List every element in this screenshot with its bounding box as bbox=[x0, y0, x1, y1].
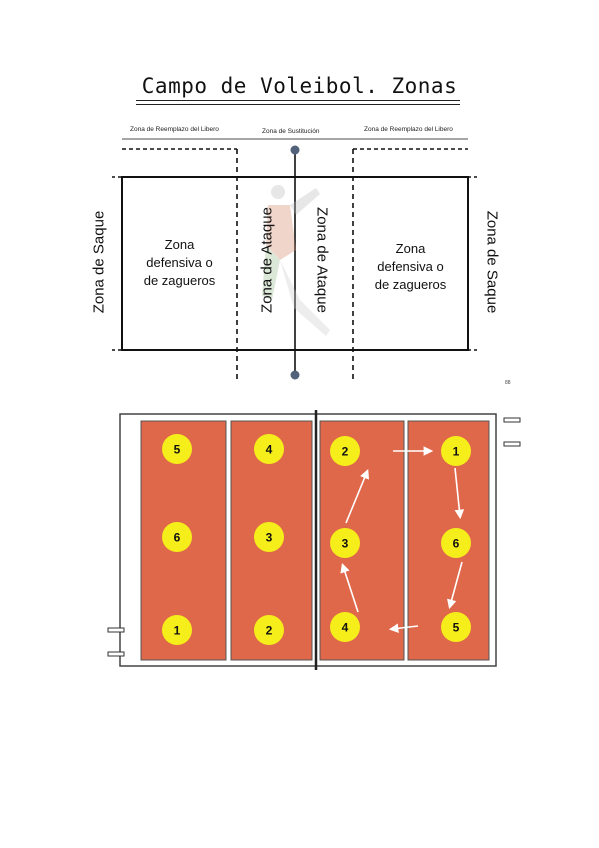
page-title: Campo de Voleibol. Zonas bbox=[141, 74, 458, 98]
position-ball-circle bbox=[254, 434, 284, 464]
position-ball-label: 3 bbox=[266, 531, 273, 545]
position-ball-circle bbox=[330, 436, 360, 466]
position-ball-label: 2 bbox=[266, 624, 273, 638]
position-ball-circle bbox=[441, 436, 471, 466]
position-ball-right-3: 3 bbox=[330, 528, 360, 558]
position-ball-label: 1 bbox=[453, 445, 460, 459]
position-ball-left-6: 6 bbox=[162, 522, 192, 552]
title-underline bbox=[136, 104, 460, 105]
position-ball-label: 2 bbox=[342, 445, 349, 459]
arrow-6-to-5 bbox=[447, 561, 463, 610]
position-ball-label: 6 bbox=[453, 537, 460, 551]
arrow-4-to-3 bbox=[340, 562, 359, 613]
position-ball-label: 5 bbox=[453, 621, 460, 635]
position-ball-label: 4 bbox=[342, 621, 349, 635]
position-ball-label: 1 bbox=[174, 624, 181, 638]
net-post-top bbox=[290, 145, 300, 155]
player-silhouette bbox=[262, 185, 330, 336]
position-ball-right-6: 6 bbox=[441, 528, 471, 558]
zona-defensiva-right: Zona defensiva o de zagueros bbox=[358, 240, 463, 294]
zona-defensiva-left-line1: Zona bbox=[164, 237, 195, 252]
position-ball-right-1: 1 bbox=[441, 436, 471, 466]
position-ball-circle bbox=[441, 612, 471, 642]
position-ball-left-4: 4 bbox=[254, 434, 284, 464]
zona-defensiva-left-line2: defensiva o bbox=[146, 255, 213, 270]
position-ball-right-5: 5 bbox=[441, 612, 471, 642]
position-ball-label: 6 bbox=[174, 531, 181, 545]
zona-defensiva-left: Zona defensiva o de zagueros bbox=[127, 236, 232, 290]
zona-ataque-left: Zona de Ataque bbox=[258, 207, 276, 313]
zona-saque-right: Zona de Saque bbox=[483, 210, 501, 314]
label-sustitucion: Zona de Sustitución bbox=[262, 128, 320, 135]
zona-saque-left: Zona de Saque bbox=[90, 210, 108, 314]
arrow-1-to-6 bbox=[454, 467, 465, 520]
arrow-5-to-4 bbox=[388, 623, 419, 634]
zona-ataque-right: Zona de Ataque bbox=[313, 207, 331, 313]
position-ball-label: 5 bbox=[174, 443, 181, 457]
position-ball-left-1: 1 bbox=[162, 615, 192, 645]
position-ball-circle bbox=[330, 612, 360, 642]
zona-defensiva-right-line2: defensiva o bbox=[377, 259, 444, 274]
zona-defensiva-right-line3: de zagueros bbox=[374, 277, 447, 292]
position-ball-right-2: 2 bbox=[330, 436, 360, 466]
position-ball-left-3: 3 bbox=[254, 522, 284, 552]
antenna-marker-tr1 bbox=[503, 417, 521, 423]
zona-defensiva-right-line1: Zona bbox=[395, 241, 426, 256]
position-ball-left-5: 5 bbox=[162, 434, 192, 464]
rotation-arrows bbox=[340, 446, 465, 634]
net-post-bottom bbox=[290, 370, 300, 380]
position-ball-circle bbox=[162, 522, 192, 552]
position-ball-circle bbox=[330, 528, 360, 558]
position-ball-circle bbox=[254, 615, 284, 645]
antenna-marker-tr2 bbox=[503, 441, 521, 447]
title-underline bbox=[136, 100, 460, 101]
position-ball-label: 3 bbox=[342, 537, 349, 551]
position-ball-label: 4 bbox=[266, 443, 273, 457]
zona-defensiva-left-line3: de zagueros bbox=[143, 273, 216, 288]
position-balls: 5 6 1 4 3 2 2 3 4 1 6 5 bbox=[162, 434, 471, 645]
position-ball-circle bbox=[254, 522, 284, 552]
position-ball-circle bbox=[162, 615, 192, 645]
antenna-marker-bl2 bbox=[107, 651, 125, 657]
label-reemplazo-right: Zona de Reemplazo del Libero bbox=[364, 126, 453, 133]
corner-mark: 88 bbox=[505, 380, 511, 386]
position-ball-right-4: 4 bbox=[330, 612, 360, 642]
position-ball-left-2: 2 bbox=[254, 615, 284, 645]
antenna-marker-bl1 bbox=[107, 627, 125, 633]
position-ball-circle bbox=[162, 434, 192, 464]
arrow-3-to-2 bbox=[345, 469, 370, 524]
position-ball-circle bbox=[441, 528, 471, 558]
label-reemplazo-left: Zona de Reemplazo del Libero bbox=[130, 126, 219, 133]
